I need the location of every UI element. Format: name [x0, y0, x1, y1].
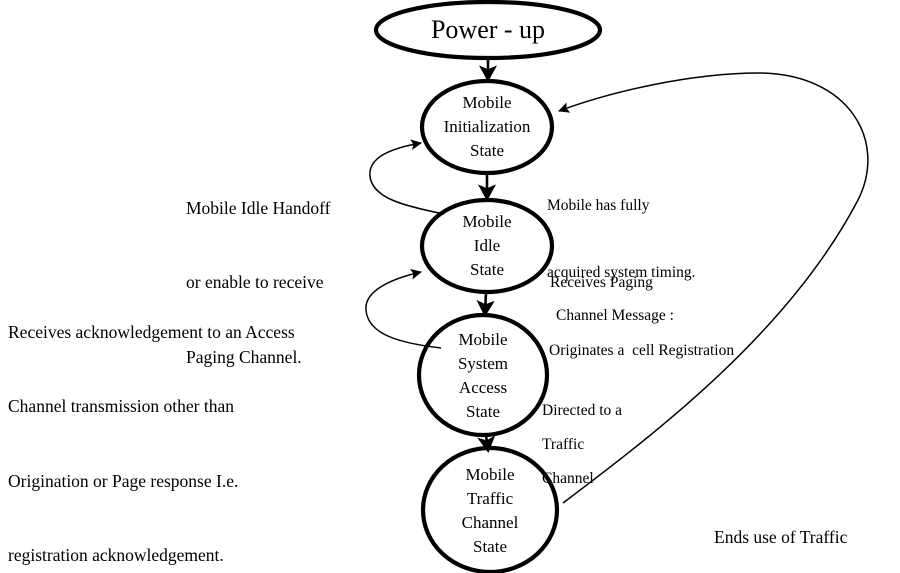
annotation-mobile-idle-handoff: Mobile Idle Handoff or enable to receive…: [186, 146, 331, 419]
arrow-traffic-channel-to-initialization-feedback: [558, 72, 869, 504]
annotation-channel-message: Channel Message :: [556, 307, 674, 324]
arrow-idle-to-initialization-feedback: [369, 139, 445, 215]
mobile-traffic-channel-label-line2: Traffic: [467, 489, 514, 508]
state-mobile-initialization[interactable]: Mobile Initialization State: [419, 78, 555, 176]
mobile-initialization-label-line1: Mobile: [462, 93, 511, 112]
mobile-system-access-label-line4: State: [466, 402, 500, 421]
mobile-idle-label-line1: Mobile: [462, 212, 511, 231]
annotation-receives-acknowledgement-line4: registration acknowledgement.: [8, 545, 224, 566]
mobile-system-access-label-line2: System: [458, 354, 508, 373]
annotation-originates-cell-registration: Originates a cell Registration: [549, 342, 735, 359]
annotation-receives-acknowledgement: Receives acknowledgement to an Access Ch…: [8, 270, 295, 573]
mobile-idle-label-line2: Idle: [474, 236, 500, 255]
annotation-ends-use-line1: Ends use of Traffic: [714, 526, 848, 547]
mobile-initialization-label-line3: State: [470, 141, 504, 160]
annotation-mobile-has-fully-acquired: Mobile has fully acquired system timing.: [547, 150, 696, 330]
annotation-mobile-idle-handoff-line1: Mobile Idle Handoff: [186, 197, 331, 218]
annotation-receives-acknowledgement-line2: Channel transmission other than: [8, 396, 235, 417]
annotation-mobile-idle-handoff-line2: or enable to receive: [186, 272, 324, 293]
annotation-ends-use-of-traffic-channel: Ends use of Traffic Channel: [714, 474, 847, 573]
annotation-mobile-has-fully-acquired-line2: acquired system timing.: [547, 264, 696, 282]
annotation-channel: Channel: [542, 470, 594, 487]
mobile-idle-label-line3: State: [470, 260, 504, 279]
annotation-receives-acknowledgement-line1: Receives acknowledgement to an Access: [8, 321, 295, 342]
arrow-system-access-to-traffic-channel: [477, 434, 496, 454]
mobile-initialization-label-line2: Initialization: [444, 117, 531, 136]
mobile-system-access-label-line3: Access: [459, 378, 507, 397]
mobile-traffic-channel-label-line3: Channel: [462, 513, 519, 532]
annotation-mobile-has-fully-acquired-line1: Mobile has fully: [547, 196, 650, 214]
mobile-traffic-channel-label-line4: State: [473, 537, 507, 556]
annotation-receives-acknowledgement-line3: Origination or Page response I.e.: [8, 470, 239, 491]
state-mobile-traffic-channel[interactable]: Mobile Traffic Channel State: [420, 445, 560, 573]
arrow-system-access-to-idle-feedback: [365, 268, 442, 349]
annotation-mobile-idle-handoff-line3: Paging Channel.: [186, 346, 302, 367]
annotation-traffic: Traffic: [542, 436, 585, 453]
power-up-label: Power - up: [431, 15, 545, 44]
annotation-receives-paging: Receives Paging: [550, 274, 653, 291]
mobile-traffic-channel-label-line1: Mobile: [465, 465, 514, 484]
mobile-system-access-label-line1: Mobile: [458, 330, 507, 349]
arrow-idle-to-system-access: [476, 291, 495, 318]
state-mobile-system-access[interactable]: Mobile System Access State: [416, 312, 550, 438]
state-power-up[interactable]: Power - up: [373, 0, 603, 61]
annotation-directed-to-a: Directed to a: [542, 402, 623, 419]
